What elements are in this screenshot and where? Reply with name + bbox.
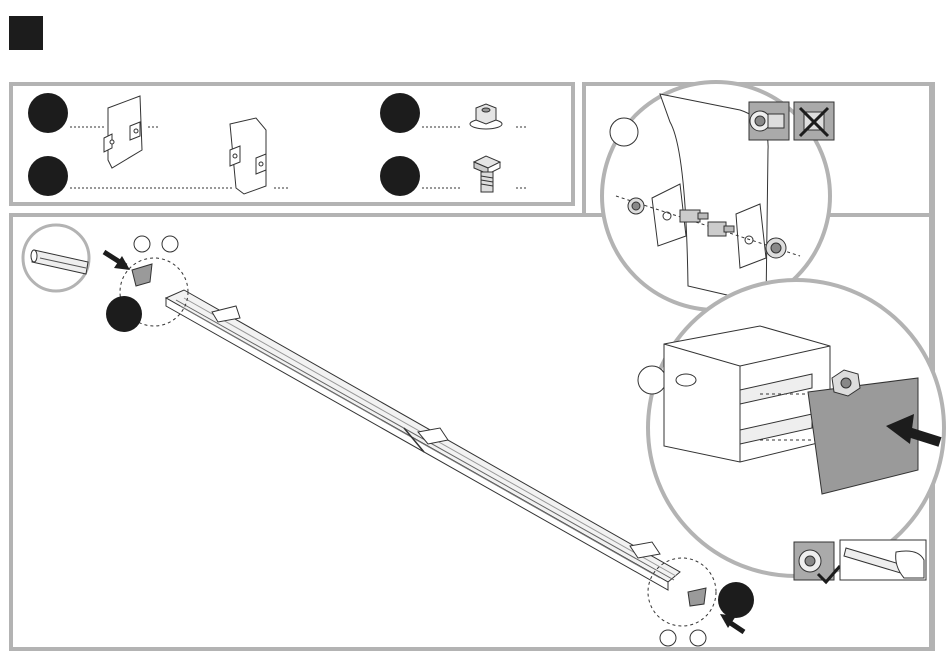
rail-body [166, 290, 680, 590]
hand-with-rod-icon [840, 540, 926, 580]
part-b-badge [28, 156, 68, 196]
part-d-badge [380, 156, 420, 196]
top-end-callout [104, 236, 188, 332]
parts-row-1 [28, 93, 528, 168]
flange-nut-icon [470, 104, 502, 129]
part-c-badge [380, 93, 420, 133]
wrench-nut-check-icon-bottom [794, 542, 840, 582]
wrench-nut-cross-icon [794, 102, 834, 140]
flange-nut-right [766, 238, 786, 258]
bracket-plate-long-icon [230, 118, 266, 194]
mounting-detail [638, 280, 944, 576]
callout-b-badge [718, 582, 754, 618]
bracket-plate-icon [104, 96, 142, 168]
parts-row-2 [28, 118, 528, 196]
wrench-nut-check-icon [749, 102, 789, 140]
callout-a-badge [106, 296, 142, 332]
part-a-badge [28, 93, 68, 133]
square-head-bolt-icon [474, 156, 500, 192]
flange-nut-left [628, 198, 644, 214]
tube-end-icon [23, 225, 89, 291]
